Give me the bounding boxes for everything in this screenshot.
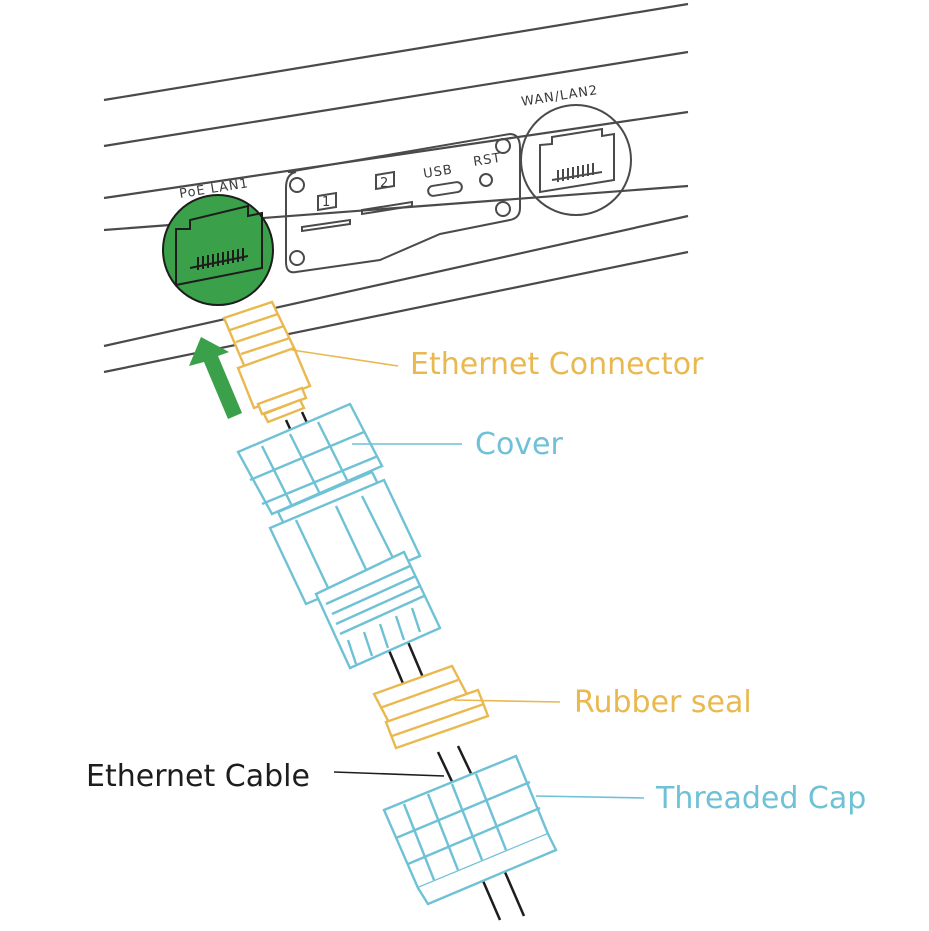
rj45-port-icon (175, 204, 263, 287)
slot-1-label: 1 (322, 195, 331, 210)
threaded-cap-leader (535, 795, 645, 799)
cable-leader (333, 771, 445, 777)
ethernet-connector (222, 300, 312, 424)
threaded-cap-label: Threaded Cap (656, 781, 867, 816)
sim-usb-panel (285, 132, 521, 274)
threaded-cap (382, 754, 558, 906)
leader-lines (291, 349, 645, 799)
rst-label: RST (472, 151, 502, 170)
cover (236, 402, 442, 670)
ethernet-connector-label: Ethernet Connector (410, 347, 704, 382)
cover-label: Cover (475, 427, 563, 462)
usb-label: USB (422, 162, 454, 181)
slot-2-label: 2 (380, 176, 389, 191)
rubber-seal-label: Rubber seal (574, 685, 752, 720)
connector-leader (291, 349, 399, 367)
rubber-seal-leader (453, 699, 561, 703)
ethernet-cable-label: Ethernet Cable (86, 759, 310, 794)
up-arrow-icon (189, 337, 242, 419)
wan-lan2-port (520, 104, 632, 216)
rubber-seal (372, 664, 490, 750)
poe-lan1-port (162, 194, 274, 306)
